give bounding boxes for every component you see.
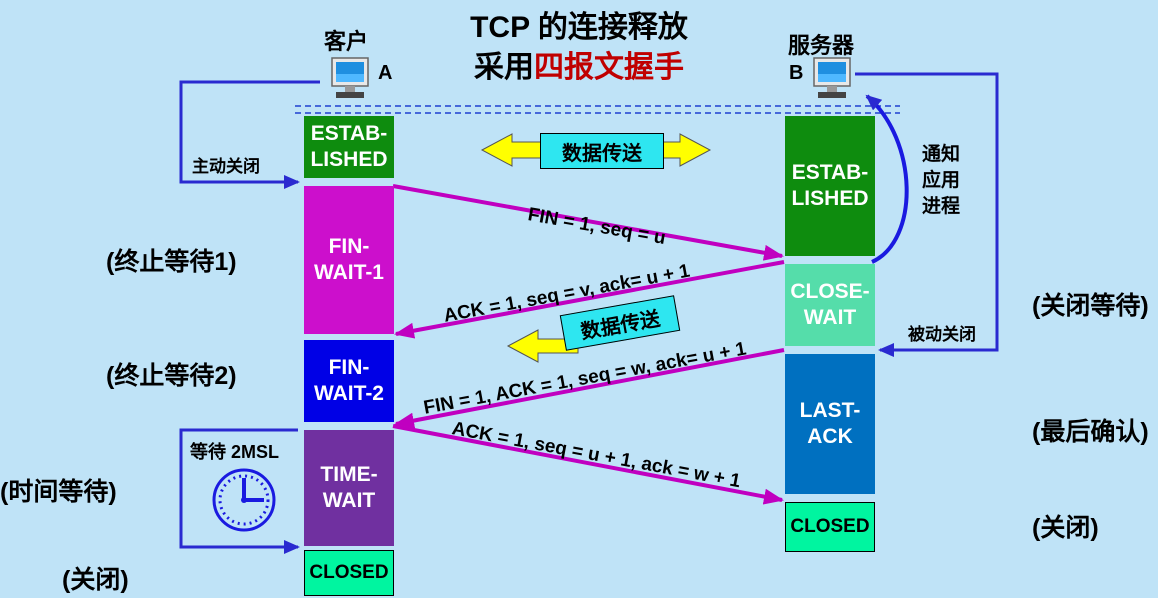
active-close-arrow [179, 80, 320, 189]
wait-2msl-arrow [179, 428, 300, 554]
server-state-closed: CLOSED [785, 502, 875, 552]
server-id: B [789, 62, 804, 84]
label-time-wait: (时间等待) [0, 478, 117, 506]
client-state-fin-wait-1: FIN- WAIT-1 [304, 186, 394, 334]
client-state-time-wait: TIME- WAIT [304, 430, 394, 546]
client-name: 客户 [324, 29, 369, 54]
fin2-arrow [394, 348, 785, 429]
subtitle-prefix: 采用 [474, 51, 534, 84]
client-state-established: ESTAB- LISHED [304, 116, 394, 178]
notify-app-arrow [865, 94, 909, 264]
label-notify-app: 通知 应用 进程 [922, 144, 961, 217]
client-state-closed: CLOSED [304, 550, 394, 596]
computer-icon [330, 56, 372, 105]
label-active-close: 主动关闭 [192, 157, 260, 176]
label-last-ack: (最后确认) [1032, 418, 1149, 446]
fin1-arrow [392, 184, 784, 261]
passive-close-arrow [855, 72, 999, 357]
server-state-established: ESTAB- LISHED [785, 116, 875, 256]
client-id: A [378, 62, 393, 84]
server-state-close-wait: CLOSE- WAIT [785, 264, 875, 346]
clock-icon [212, 468, 276, 532]
page-title: TCP 的连接释放 [470, 11, 688, 44]
ack2-arrow [392, 424, 784, 505]
page-subtitle: 采用四报文握手 [0, 42, 1158, 86]
client-state-fin-wait-2: FIN- WAIT-2 [304, 340, 394, 422]
server-state-last-ack: LAST- ACK [785, 354, 875, 494]
label-close-wait: (关闭等待) [1032, 292, 1149, 320]
label-fin-wait-2: (终止等待2) [106, 362, 237, 390]
subtitle-highlight: 四报文握手 [534, 51, 684, 84]
label-server-closed: (关闭) [1032, 514, 1099, 542]
label-passive-close: 被动关闭 [908, 325, 976, 344]
computer-icon [812, 56, 854, 105]
label-wait-2msl: 等待 2MSL [190, 442, 280, 462]
ack1-arrow [394, 260, 785, 339]
label-client-closed: (关闭) [62, 566, 129, 594]
label-fin-wait-1: (终止等待1) [106, 248, 237, 276]
data-transfer-badge: 数据传送 [540, 133, 664, 169]
server-name: 服务器 [788, 33, 855, 58]
